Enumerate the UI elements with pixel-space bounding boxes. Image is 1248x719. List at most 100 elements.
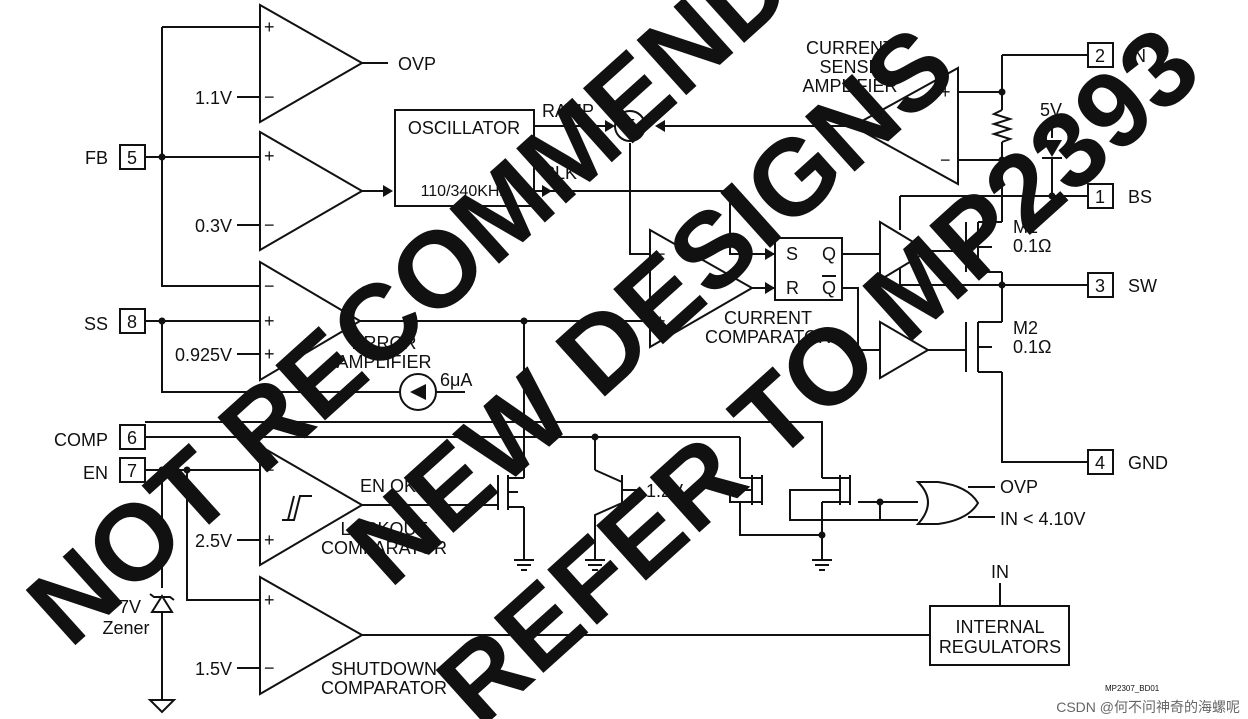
- polarity-marks: + − + − − + + − + + − − + + −: [264, 17, 951, 678]
- pin-2-box: [1087, 42, 1114, 68]
- oscillator-label: OSCILLATOR: [408, 118, 520, 138]
- pin-en-label: EN: [83, 463, 108, 483]
- fb-comparator: [259, 130, 364, 252]
- shutdown-comparator: [259, 575, 365, 696]
- sense-resistor-icon: [990, 109, 1014, 143]
- pin-comp-label: COMP: [54, 430, 108, 450]
- current-source-arrow-icon: [410, 384, 426, 400]
- ea-label-1: ERROR: [351, 333, 416, 353]
- or-input-ovp: OVP: [1000, 477, 1038, 497]
- ref-1v5: 1.5V: [195, 659, 232, 679]
- pin-1-number: 1: [1095, 187, 1105, 207]
- pin-8-box: [119, 308, 146, 334]
- current-comparator: [649, 228, 755, 349]
- m2-resistance: 0.1Ω: [1013, 337, 1051, 357]
- m2-gate-driver: [879, 320, 930, 380]
- regulators-label-2: REGULATORS: [939, 637, 1061, 657]
- pin-fb-label: FB: [85, 148, 108, 168]
- en-ok-label: EN OK: [360, 476, 416, 496]
- ramp-label: RAMP: [542, 101, 594, 121]
- svg-text:+: +: [264, 17, 275, 37]
- sr-latch: [774, 237, 843, 301]
- ovp-comparator: [259, 3, 365, 124]
- ovp-output-label: OVP: [398, 54, 436, 74]
- current-sense-amplifier: [850, 66, 959, 186]
- shutdown-label-2: COMPARATOR: [321, 678, 447, 698]
- svg-text:−: −: [264, 658, 275, 678]
- latch-qbar: Q: [822, 278, 836, 298]
- cc-label-1: CURRENT: [724, 308, 812, 328]
- bootstrap-diode-icon: [1042, 140, 1062, 157]
- latch-r: R: [786, 278, 799, 298]
- latch-s: S: [786, 244, 798, 264]
- svg-text:+: +: [264, 311, 275, 331]
- svg-text:−: −: [264, 87, 275, 107]
- lockout-comparator: [259, 444, 364, 567]
- oscillator-frequency: 110/340KHz: [421, 183, 508, 200]
- pin-5-box: [119, 144, 146, 170]
- cc-label-2: COMPARATOR: [705, 327, 831, 347]
- m2-label: M2: [1013, 318, 1038, 338]
- ea-label-2: AMPLIFIER: [336, 352, 431, 372]
- zener-label-1: 7V: [119, 597, 141, 617]
- ref-6ua: 6μA: [440, 370, 472, 390]
- pin-6-number: 6: [127, 428, 137, 448]
- regulators-label-1: INTERNAL: [955, 617, 1044, 637]
- clk-label: CLK: [542, 163, 577, 183]
- junction-dots: [158, 88, 1056, 539]
- lockout-label-2: COMPARATOR: [321, 538, 447, 558]
- pin-8-number: 8: [127, 312, 137, 332]
- pin-boxes: [119, 42, 1114, 483]
- internal-regulators-block: [929, 605, 1070, 666]
- sum-symbol: Σ: [624, 116, 635, 136]
- svg-text:+: +: [655, 311, 666, 331]
- pin-4-number: 4: [1095, 453, 1105, 473]
- svg-text:−: −: [264, 215, 275, 235]
- m1-resistance: 0.1Ω: [1013, 236, 1051, 256]
- pin-3-box: [1087, 272, 1114, 298]
- pin-6-box: [119, 424, 146, 450]
- m1-gate-driver: [879, 220, 930, 282]
- source-caption: CSDN @何不问神奇的海螺呢: [1056, 699, 1240, 715]
- pin-1-box: [1087, 183, 1114, 209]
- figure-id: MP2307_BD01: [1105, 684, 1160, 693]
- lockout-label-1: LOCKOUT: [340, 519, 427, 539]
- error-amplifier: [259, 260, 362, 382]
- amplifiers: [259, 3, 959, 696]
- zener-diode-icon: [149, 593, 175, 613]
- hysteresis-icon: [282, 495, 312, 521]
- csa-label-1: CURRENT: [806, 38, 894, 58]
- svg-text:+: +: [940, 82, 951, 102]
- pin-gnd-label: GND: [1128, 453, 1168, 473]
- pin-4-box: [1087, 449, 1114, 475]
- ref-1v1: 1.1V: [195, 88, 232, 108]
- ref-0v925: 0.925V: [175, 345, 232, 365]
- pin-in-label: IN: [1128, 46, 1146, 66]
- summing-node: [614, 110, 646, 142]
- pin-sw-label: SW: [1128, 276, 1157, 296]
- pin-7-number: 7: [127, 461, 137, 481]
- or-input-uvlo: IN < 4.10V: [1000, 509, 1086, 529]
- pin-2-number: 2: [1095, 46, 1105, 66]
- zener-label-2: Zener: [102, 618, 149, 638]
- oscillator-block: [394, 109, 535, 207]
- svg-text:+: +: [264, 344, 275, 364]
- ref-5v: 5V: [1040, 100, 1062, 120]
- pin-7-box: [119, 457, 146, 483]
- pin-ss-label: SS: [84, 314, 108, 334]
- ref-2v5: 2.5V: [195, 531, 232, 551]
- regulator-in-label: IN: [991, 562, 1009, 582]
- pin-bs-label: BS: [1128, 187, 1152, 207]
- ref-0v3: 0.3V: [195, 216, 232, 236]
- latch-q: Q: [822, 244, 836, 264]
- csa-label-3: AMPLIFIER: [802, 76, 897, 96]
- wires: [145, 26, 1088, 690]
- shutdown-label-1: SHUTDOWN: [331, 659, 437, 679]
- or-gate: [915, 481, 980, 525]
- svg-text:+: +: [264, 590, 275, 610]
- svg-text:−: −: [264, 276, 275, 296]
- csa-label-2: SENSE: [819, 57, 880, 77]
- pin-3-number: 3: [1095, 276, 1105, 296]
- arrowheads: [383, 120, 775, 294]
- svg-text:+: +: [264, 146, 275, 166]
